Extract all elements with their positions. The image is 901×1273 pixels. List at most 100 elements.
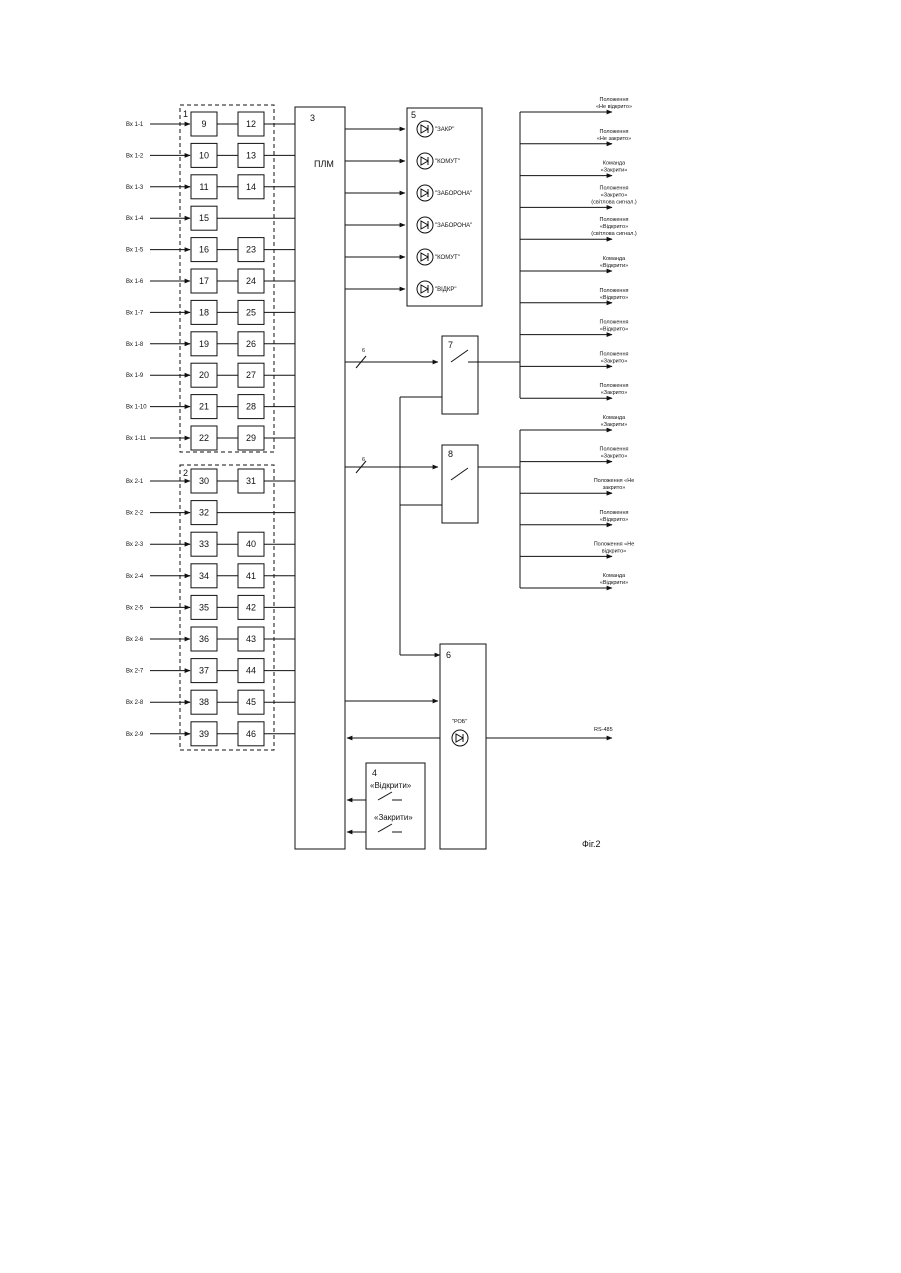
group-1-row: Вх 1-102128 [126,395,295,419]
filter-box-number: 25 [246,307,256,317]
output-label: Положення [600,129,629,135]
output-label: «Відкрито» [600,295,628,301]
group-1-row: Вх 1-31114 [126,175,295,199]
filter-box-number: 26 [246,339,256,349]
output-item: Положення«Закрито»(світлова сигнал.) [520,185,637,207]
diode-icon [421,189,428,197]
output-label: Положення [600,320,629,326]
led-label: "ЗАБОРОНА" [435,223,472,229]
input-group-1-rows: Вх 1-1912Вх 1-21013Вх 1-31114Вх 1-415Вх … [126,112,295,450]
input-label: Вх 1-9 [126,373,144,379]
output-label: Положення «Не [594,541,635,547]
filter-box-number: 12 [246,119,256,129]
output-item: Положення«Закрито» [520,447,628,462]
group-2-row: Вх 2-13031 [126,469,295,493]
diode-icon [421,253,428,261]
led-icon [417,121,433,137]
group-1-row: Вх 1-81926 [126,332,295,356]
led-block-number: 5 [411,110,416,120]
buffer-box-number: 38 [199,697,209,707]
filter-box-number: 23 [246,245,256,255]
filter-box-number: 14 [246,182,256,192]
output-item: Положення«Відкрито» [520,320,628,335]
led-icon [417,217,433,233]
output-item: Команда«Відкрити» [520,573,628,588]
led-icon [417,185,433,201]
buffer-box-number: 18 [199,307,209,317]
group-1-row: Вх 1-9 20 27 [126,363,295,387]
switch-block-7-outputs: Положення«Не відкрито»Положення«Не закри… [520,97,637,398]
group-2-row: Вх 2-53542 [126,595,295,619]
input-label: Вх 1-5 [126,248,144,254]
buffer-box-number: 37 [199,666,209,676]
output-item: Команда«Закрити» [520,415,627,430]
buffer-box-number: 15 [199,213,209,223]
output-label: «Закрито» [601,358,628,364]
buffer-box-number: 39 [199,729,209,739]
input-label: Вх 1-3 [126,185,144,191]
input-label: Вх 1-7 [126,310,144,316]
filter-box-number: 46 [246,729,256,739]
filter-box-number: 24 [246,276,256,286]
group-2-row: Вх 2-232 [126,501,295,525]
output-label: (світлова сигнал.) [591,199,637,205]
led-item: "ВІДКР" [345,281,457,297]
input-label: Вх 2-9 [126,732,144,738]
diode-icon [421,157,428,165]
output-label: Положення [600,383,629,389]
buffer-box-number: 32 [199,508,209,518]
group-2-row: Вх 2-8 38 45 [126,690,295,714]
output-label: відкрито» [602,548,626,554]
output-label: Положення [600,97,629,103]
group-2-row: Вх 2-9 39 46 [126,722,295,746]
output-label: «Закрити» [601,168,628,174]
switch-block-8: 8 [442,430,520,588]
buffer-box-number: 36 [199,634,209,644]
output-label: закрито» [603,485,626,491]
led-item: "ЗАБОРОНА" [345,217,472,233]
bus-width-7: 6 [362,348,365,354]
diode-icon [421,125,428,133]
input-label: Вх 1-6 [126,279,144,285]
led-label: "КОМУТ" [435,255,460,261]
led-icon [417,249,433,265]
buffer-box-number: 21 [199,402,209,412]
buffer-box-number: 30 [199,476,209,486]
input-group-2-rows: Вх 2-13031Вх 2-232Вх 2-33340Вх 2-43441Вх… [126,469,295,746]
input-label: Вх 1-4 [126,216,144,222]
rob-led-label: "РОБ" [452,719,467,725]
led-indicator-block: 5 [407,108,482,306]
output-item: Положення«Не відкрито» [520,97,632,112]
rs485-label: RS-485 [594,727,613,733]
input-label: Вх 1-8 [126,342,144,348]
buffer-box-number: 20 [199,370,209,380]
led-list: "ЗАКР""КОМУТ""ЗАБОРОНА""ЗАБОРОНА""КОМУТ"… [345,121,472,297]
interface-block-number: 6 [446,650,451,660]
group-1-row: Вх 1-61724 [126,269,295,293]
filter-box-number: 27 [246,370,256,380]
input-label: Вх 2-3 [126,542,144,548]
output-label: Положення [600,217,629,223]
filter-box-number: 41 [246,571,256,581]
filter-box-number: 45 [246,697,256,707]
filter-box-number: 42 [246,602,256,612]
output-label: Положення [600,185,629,191]
led-label: "ВІДКР" [435,287,457,293]
output-item: Команда«Закрити» [520,161,627,176]
input-label: Вх 2-8 [126,700,144,706]
output-item: Положення«Відкрито» [520,510,628,525]
group-1-number: 1 [183,109,188,119]
filter-box-number: 31 [246,476,256,486]
output-label: «Відкрити» [600,263,628,269]
output-item: Положення«Відкрито»(світлова сигнал.) [520,217,637,239]
output-label: «Відкрито» [600,224,628,230]
output-label: Положення [600,447,629,453]
buffer-box-number: 22 [199,433,209,443]
output-label: (світлова сигнал.) [591,231,637,237]
buffer-box-number: 10 [199,150,209,160]
group-1-row: Вх 1-1912 [126,112,295,136]
output-label: «Закрити» [601,422,628,428]
output-label: Положення [600,510,629,516]
switch-block-8-number: 8 [448,449,453,459]
